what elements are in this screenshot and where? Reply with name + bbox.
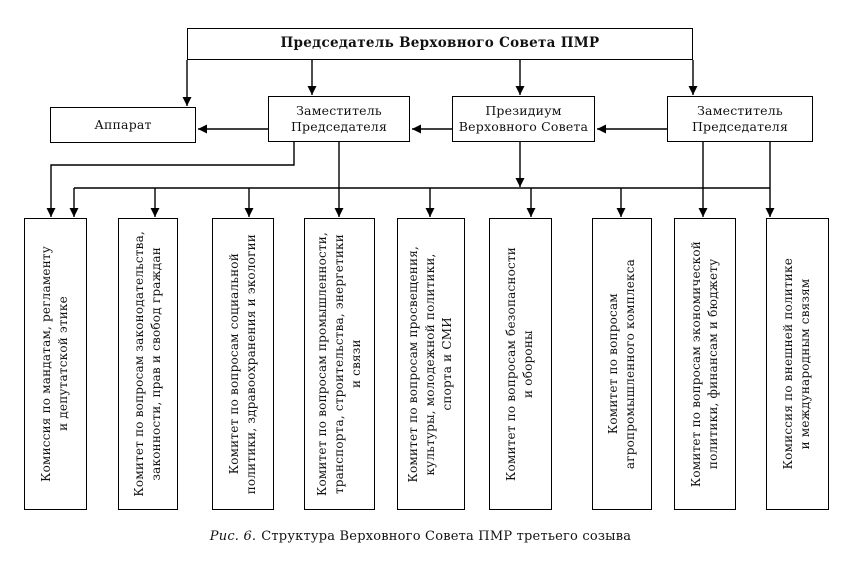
committee-box-economic-policy: Комитет по вопросам экономической полити… bbox=[674, 218, 736, 510]
chairman-label: Председатель Верховного Совета ПМР bbox=[280, 35, 600, 52]
figure-number: Рис. 6. bbox=[209, 529, 257, 544]
presidium-box: Президиум Верховного Совета bbox=[452, 96, 595, 142]
committee-box-agroindustrial: Комитет по вопросам агропромышленного ко… bbox=[592, 218, 652, 510]
committee-label: Комитет по вопросам законодательства, за… bbox=[131, 231, 163, 497]
committee-label: Комиссия по мандатам, регламенту и депут… bbox=[39, 246, 71, 482]
committee-label: Комитет по вопросам агропромышленного ко… bbox=[605, 258, 637, 470]
arrow-deputy-left-to-committee-1 bbox=[46, 142, 295, 217]
deputy-chairman-right-box: Заместитель Председателя bbox=[667, 96, 813, 142]
deputy-chairman-right-label: Заместитель Председателя bbox=[691, 102, 789, 134]
committee-box-industry: Комитет по вопросам промышленности, тран… bbox=[304, 218, 375, 510]
apparat-box: Аппарат bbox=[50, 107, 196, 143]
committee-box-mandates: Комиссия по мандатам, регламенту и депут… bbox=[24, 218, 87, 510]
committee-label: Комитет по вопросам промышленности, тран… bbox=[314, 231, 364, 497]
presidium-label: Президиум Верховного Совета bbox=[458, 102, 589, 134]
figure-caption: Рис. 6. Структура Верховного Совета ПМР т… bbox=[0, 529, 841, 544]
figure-caption-text: Структура Верховного Совета ПМР третьего… bbox=[261, 529, 632, 544]
apparat-label: Аппарат bbox=[94, 116, 152, 132]
committee-box-legislation: Комитет по вопросам законодательства, за… bbox=[118, 218, 178, 510]
committee-box-social-policy: Комитет по вопросам социальной политики,… bbox=[212, 218, 274, 510]
committee-label: Комитет по вопросам безопасности и оборо… bbox=[504, 247, 536, 481]
chairman-box: Председатель Верховного Совета ПМР bbox=[187, 28, 693, 60]
deputy-chairman-left-label: Заместитель Председателя bbox=[290, 102, 388, 134]
deputy-chairman-left-box: Заместитель Председателя bbox=[268, 96, 410, 142]
committee-label: Комитет по вопросам экономической полити… bbox=[688, 240, 720, 488]
committee-box-foreign-policy: Комиссия по внешней политике и междунаро… bbox=[766, 218, 829, 510]
committee-box-education: Комитет по вопросам просвещения, культур… bbox=[397, 218, 465, 510]
committee-box-security: Комитет по вопросам безопасности и оборо… bbox=[489, 218, 552, 510]
committee-label: Комиссия по внешней политике и междунаро… bbox=[781, 258, 813, 470]
committee-label: Комитет по вопросам просвещения, культур… bbox=[406, 245, 455, 483]
committee-label: Комитет по вопросам социальной политики,… bbox=[226, 233, 258, 495]
